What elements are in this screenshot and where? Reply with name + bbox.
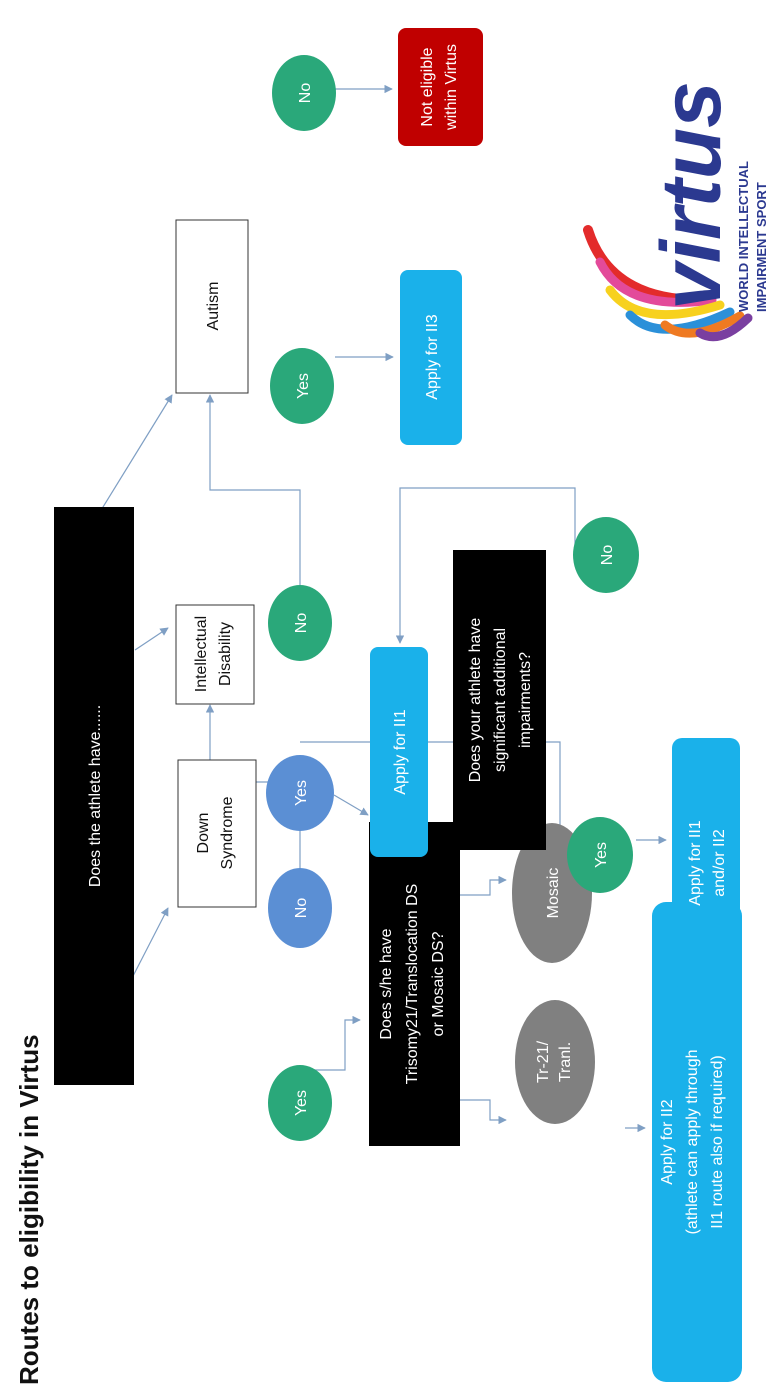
- ds-type-question-box: Does s/he have Trisomy21/Translocation D…: [369, 822, 460, 1146]
- svg-text:Apply for II3: Apply for II3: [424, 314, 441, 399]
- main-question-box: Does the athlete have......: [54, 507, 134, 1085]
- add-no-circle: No: [573, 517, 639, 593]
- svg-text:within Virtus: within Virtus: [443, 44, 460, 131]
- svg-text:impairments?: impairments?: [517, 652, 534, 748]
- svg-text:significant additional: significant additional: [492, 628, 509, 772]
- svg-text:Down: Down: [195, 813, 212, 854]
- down-syndrome-box: Down Syndrome: [177, 759, 257, 908]
- svg-text:II1 route also if required): II1 route also if required): [709, 1055, 726, 1228]
- additional-impairments-question-box: Does your athlete have significant addit…: [453, 550, 546, 850]
- autism-box: Autism: [175, 219, 249, 394]
- svg-text:Disability: Disability: [217, 622, 234, 686]
- svg-text:Apply for II2: Apply for II2: [659, 1099, 676, 1184]
- svg-text:Syndrome: Syndrome: [219, 796, 236, 869]
- svg-text:Apply for II1: Apply for II1: [687, 820, 704, 905]
- not-eligible-box: Not eligible within Virtus: [398, 28, 483, 146]
- apply-ii3-box: Apply for II3: [400, 270, 462, 445]
- id-yes-circle: Yes: [266, 755, 334, 831]
- svg-text:Yes: Yes: [295, 373, 312, 399]
- svg-text:No: No: [293, 898, 310, 919]
- tr21-circle: Tr-21/ Tranl.: [515, 1000, 595, 1124]
- ds-no-circle: No: [268, 868, 332, 948]
- svg-text:(athlete can apply through: (athlete can apply through: [684, 1049, 701, 1234]
- virtus-logo: virtus WORLD INTELLECTUAL IMPAIRMENT SPO…: [583, 81, 769, 342]
- logo-tagline-1: WORLD INTELLECTUAL: [736, 161, 751, 312]
- intellectual-disability-box: Intellectual Disability: [175, 604, 255, 705]
- svg-text:Mosaic: Mosaic: [545, 868, 562, 919]
- id-no-circle: No: [268, 585, 332, 661]
- svg-text:Does the athlete have......: Does the athlete have......: [87, 705, 104, 887]
- svg-text:and/or II2: and/or II2: [711, 829, 728, 897]
- apply-ii1-ii2-box: Apply for II1 and/or II2: [672, 738, 740, 988]
- svg-text:No: No: [293, 613, 310, 634]
- apply-ii1-box: Apply for II1: [370, 647, 428, 857]
- svg-text:Does s/he have: Does s/he have: [378, 928, 395, 1039]
- svg-text:or Mosaic DS?: or Mosaic DS?: [430, 931, 447, 1036]
- svg-text:No: No: [599, 545, 616, 566]
- apply-ii2-box: Apply for II2 (athlete can apply through…: [652, 902, 742, 1382]
- svg-text:Not eligible: Not eligible: [419, 47, 436, 126]
- svg-text:No: No: [297, 83, 314, 104]
- autism-yes-circle: Yes: [270, 348, 334, 424]
- svg-text:Yes: Yes: [293, 780, 310, 806]
- ds-yes-circle: Yes: [268, 1065, 332, 1141]
- logo-wordmark: virtus: [644, 81, 738, 310]
- svg-text:Apply for II1: Apply for II1: [392, 709, 409, 794]
- svg-text:Yes: Yes: [293, 1090, 310, 1116]
- page-title: Routes to eligibility in Virtus: [14, 1034, 44, 1385]
- svg-text:Intellectual: Intellectual: [193, 616, 210, 693]
- svg-text:Tr-21/: Tr-21/: [535, 1040, 552, 1083]
- add-yes-circle: Yes: [567, 817, 633, 893]
- svg-text:Autism: Autism: [205, 282, 222, 331]
- logo-swoosh-graphic: [583, 225, 753, 342]
- svg-text:Tranl.: Tranl.: [557, 1042, 574, 1082]
- svg-text:Yes: Yes: [593, 842, 610, 868]
- autism-no-circle: No: [272, 55, 336, 131]
- svg-text:Trisomy21/Translocation DS: Trisomy21/Translocation DS: [404, 884, 421, 1085]
- logo-tagline-2: IMPAIRMENT SPORT: [754, 182, 769, 312]
- svg-text:Does your athlete have: Does your athlete have: [467, 618, 484, 783]
